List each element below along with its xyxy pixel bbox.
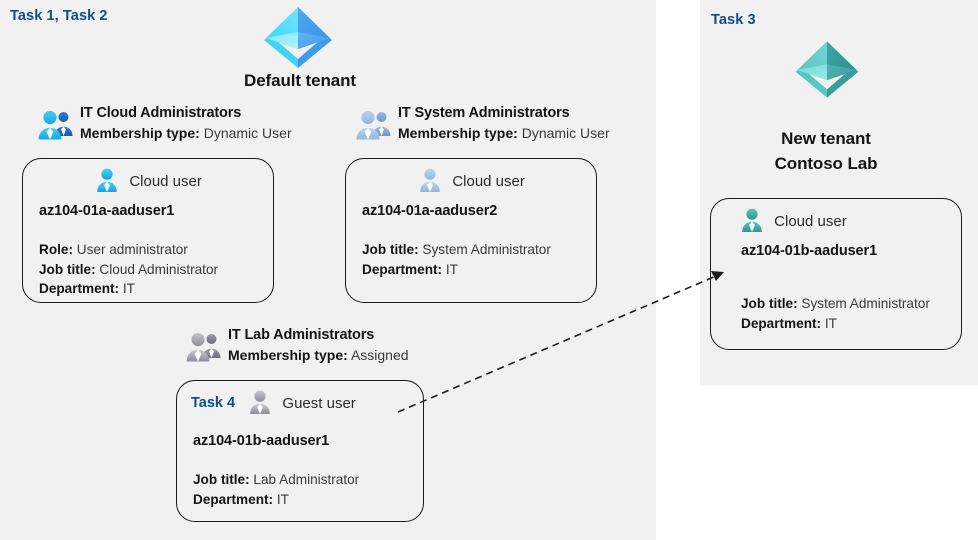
user-property-department: Department: IT [193, 490, 359, 510]
user-card-az104-01a-aaduser2: Cloud user az104-01a-aaduser2 Job title:… [345, 158, 597, 303]
property-value: Lab Administrator [253, 472, 360, 487]
property-value: IT [824, 315, 837, 331]
group-it-lab-administrators: IT Lab Administrators Membership type: A… [186, 326, 409, 366]
username: az104-01b-aaduser1 [193, 433, 330, 449]
group-membership-label: Membership type: [398, 125, 518, 141]
property-label: Job title: [39, 261, 96, 277]
user-card-az104-01b-aaduser1: Cloud user az104-01b-aaduser1 Job title:… [710, 198, 962, 350]
user-property-job-title: Job title: System Administrator [362, 240, 551, 260]
cloud-user-icon [417, 168, 447, 197]
user-property-department: Department: IT [362, 260, 551, 280]
group-name: IT Cloud Administrators [80, 105, 242, 121]
property-label: Role: [39, 242, 73, 257]
user-property-department: Department: IT [741, 314, 930, 334]
user-type-label: Cloud user [452, 173, 525, 190]
group-users-icon [38, 108, 74, 147]
azure-ad-tenant-icon-new [790, 36, 864, 107]
user-card-header: Cloud user [346, 167, 596, 203]
property-value: System Administrator [801, 296, 930, 311]
user-card-az104-01a-aaduser1: Cloud user az104-01a-aaduser1 Role: User… [22, 158, 274, 303]
username: az104-01a-aaduser2 [362, 203, 498, 219]
property-value: IT [445, 261, 458, 277]
tenant-title-new: New tenant Contoso Lab [706, 126, 946, 176]
group-membership-value: Assigned [350, 347, 409, 363]
property-value: System Administrator [422, 242, 551, 257]
group-membership-value: Dynamic User [521, 125, 610, 141]
cloud-user-icon [94, 168, 124, 197]
user-type-label: Cloud user [129, 173, 202, 190]
task-label-1-2: Task 1, Task 2 [10, 8, 108, 24]
property-label: Job title: [741, 296, 798, 311]
group-membership-label: Membership type: [80, 125, 200, 141]
group-it-system-administrators: IT System Administrators Membership type… [356, 104, 610, 144]
user-type-label: Cloud user [774, 213, 847, 230]
tenant-title-default: Default tenant [244, 71, 356, 90]
group-it-cloud-administrators: IT Cloud Administrators Membership type:… [38, 104, 292, 144]
user-card-header: Cloud user [711, 207, 961, 243]
user-card-header: Task 4 Guest user [177, 389, 423, 425]
user-properties: Job title: System Administrator Departme… [362, 240, 551, 279]
user-properties: Job title: Lab Administrator Department:… [193, 470, 359, 509]
panel-default-tenant [0, 0, 656, 540]
group-membership-label: Membership type: [228, 347, 348, 363]
task-label-3: Task 3 [711, 12, 756, 28]
group-users-icon [356, 108, 392, 147]
property-label: Job title: [193, 472, 250, 487]
user-property-job-title: Job title: System Administrator [741, 294, 930, 314]
property-label: Department: [362, 261, 443, 277]
user-property-job-title: Job title: Lab Administrator [193, 470, 359, 490]
user-properties: Role: User administrator Job title: Clou… [39, 240, 218, 299]
property-value: IT [276, 491, 289, 507]
property-label: Job title: [362, 242, 419, 257]
cloud-user-icon [739, 208, 769, 237]
group-membership-value: Dynamic User [203, 125, 292, 141]
property-value: User administrator [76, 242, 188, 257]
user-property-department: Department: IT [39, 279, 218, 299]
user-card-guest-az104-01b-aaduser1: Task 4 Guest user az104-01b-aaduser1 Job… [176, 380, 424, 522]
property-value: Cloud Administrator [99, 261, 219, 277]
group-membership: Membership type: Assigned [228, 345, 409, 366]
group-membership: Membership type: Dynamic User [398, 123, 610, 144]
tenant-title-new-line2: Contoso Lab [774, 154, 878, 173]
tenant-title-new-line1: New tenant [781, 129, 871, 148]
user-card-header: Cloud user [23, 167, 273, 203]
group-name: IT System Administrators [398, 105, 570, 121]
property-label: Department: [741, 315, 822, 331]
property-label: Department: [193, 491, 274, 507]
user-property-role: Role: User administrator [39, 240, 218, 260]
task-label-4: Task 4 [191, 395, 236, 411]
property-value: IT [122, 281, 135, 296]
username: az104-01b-aaduser1 [741, 243, 878, 259]
group-membership: Membership type: Dynamic User [80, 123, 292, 144]
user-type-label: Guest user [282, 395, 356, 412]
guest-user-icon [247, 390, 277, 419]
group-name: IT Lab Administrators [228, 327, 375, 343]
property-label: Department: [39, 281, 120, 296]
user-properties: Job title: System Administrator Departme… [741, 294, 930, 333]
username: az104-01a-aaduser1 [39, 203, 175, 219]
group-users-icon [186, 330, 222, 369]
user-property-job-title: Job title: Cloud Administrator [39, 260, 218, 280]
azure-ad-tenant-icon-default [258, 2, 338, 77]
